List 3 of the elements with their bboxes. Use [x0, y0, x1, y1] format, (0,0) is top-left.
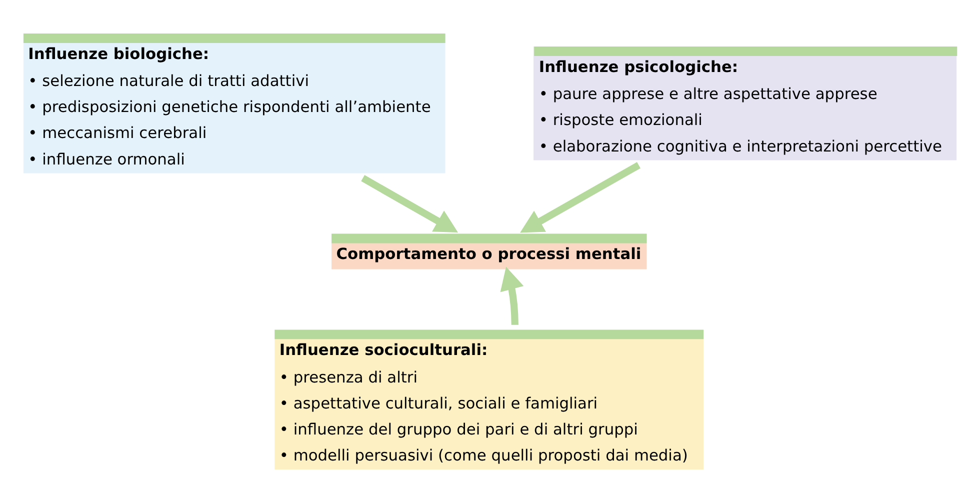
arrow — [360, 174, 458, 232]
arrow — [500, 266, 524, 324]
arrow — [519, 162, 640, 232]
